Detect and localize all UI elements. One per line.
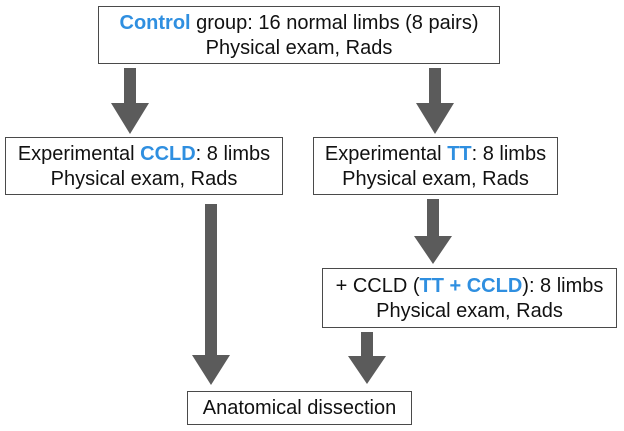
experimental-tt-title: Experimental TT: 8 limbs	[314, 142, 557, 167]
tt-prefix: Experimental	[324, 143, 448, 165]
arrow-tt-to-ttccld	[414, 199, 452, 264]
ttccld-highlight: TT + CCLD	[419, 275, 523, 297]
ccld-prefix: Experimental	[17, 143, 141, 165]
experimental-ccld-detail: Physical exam, Rads	[50, 168, 238, 190]
ttccld-prefix: + CCLD (	[335, 275, 420, 297]
tt-title-rest: : 8 limbs	[471, 143, 547, 165]
tt-plus-ccld-box: + CCLD (TT + CCLD): 8 limbs Physical exa…	[322, 268, 617, 328]
control-group-box: Control group: 16 normal limbs (8 pairs)…	[98, 6, 500, 64]
arrow-ttccld-to-dissection	[348, 332, 386, 384]
anatomical-dissection-label: Anatomical dissection	[202, 397, 397, 419]
ccld-highlight: CCLD	[140, 143, 196, 165]
tt-plus-ccld-detail: Physical exam, Rads	[376, 300, 563, 322]
control-group-detail: Physical exam, Rads	[205, 37, 393, 59]
tt-plus-ccld-title: + CCLD (TT + CCLD): 8 limbs	[323, 274, 616, 299]
arrow-control-to-ccld	[111, 68, 149, 134]
anatomical-dissection-box: Anatomical dissection	[187, 391, 412, 425]
control-title-rest: group: 16 normal limbs (8 pairs)	[190, 12, 479, 34]
experimental-ccld-box: Experimental CCLD: 8 limbs Physical exam…	[5, 137, 283, 195]
ccld-title-rest: : 8 limbs	[195, 143, 271, 165]
tt-highlight: TT	[447, 143, 472, 165]
arrow-ccld-to-dissection	[192, 204, 230, 385]
experimental-tt-detail: Physical exam, Rads	[342, 168, 529, 190]
ttccld-title-rest: ): 8 limbs	[522, 275, 604, 297]
control-highlight: Control	[119, 12, 191, 34]
control-group-title: Control group: 16 normal limbs (8 pairs)	[99, 11, 499, 36]
arrow-control-to-tt	[416, 68, 454, 134]
experimental-ccld-title: Experimental CCLD: 8 limbs	[6, 142, 282, 167]
experimental-tt-box: Experimental TT: 8 limbs Physical exam, …	[313, 137, 558, 195]
